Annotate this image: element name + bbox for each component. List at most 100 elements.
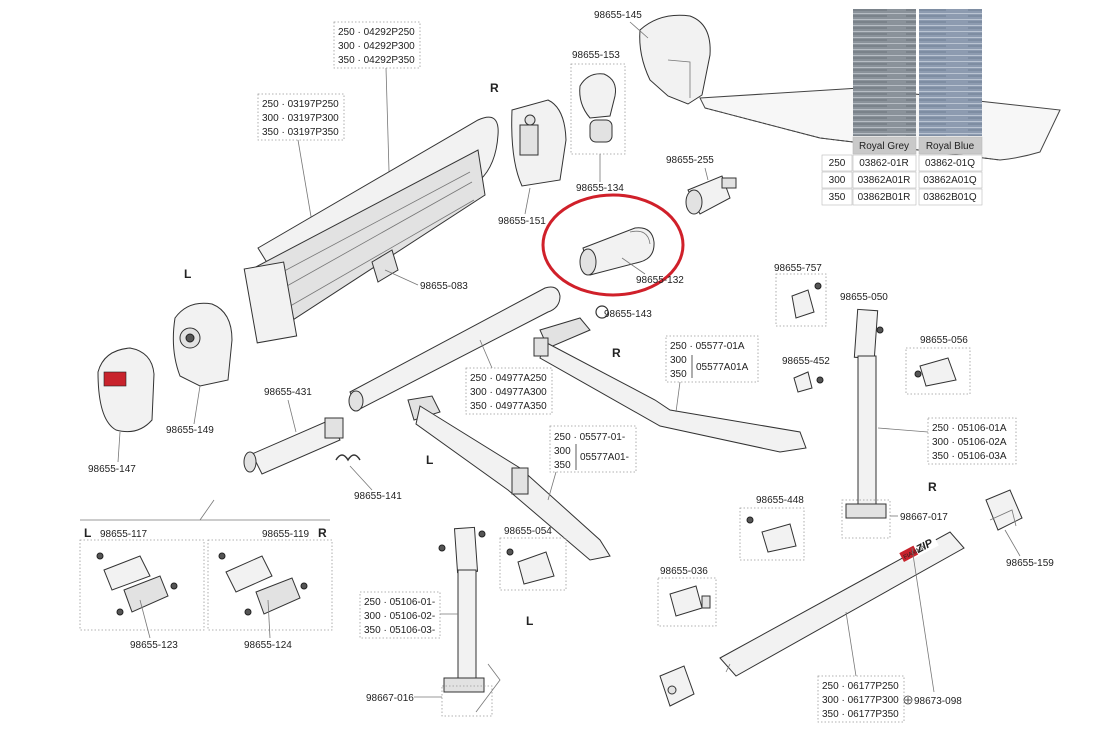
left-arm-part-list: 250 · 05577-01- 300 350 05577A01- <box>547 425 637 501</box>
end-cap-right <box>511 99 567 187</box>
end-cap-left-98655-149 <box>172 302 233 387</box>
part-box-98655-056 <box>905 347 971 395</box>
end-cover-98655-145 <box>639 14 711 105</box>
part-label-98655-153: 98655-153 <box>572 50 620 61</box>
legs-list-line: 250 · 05106-01A <box>932 423 1007 434</box>
fiamma-logo <box>899 545 919 562</box>
front-clip <box>659 665 695 707</box>
arm-list-line: 05577A01- <box>580 452 629 463</box>
part-label-98655-054: 98655-054 <box>504 526 552 537</box>
side-label-l: L <box>84 526 91 540</box>
part-label-98655-141: 98655-141 <box>354 491 402 502</box>
part-label-98655-452: 98655-452 <box>782 356 830 367</box>
table-cell: 03862-01Q <box>925 158 975 169</box>
profile-list-line: 250 · 03197P250 <box>262 99 339 110</box>
part-label-98655-124: 98655-124 <box>244 640 292 651</box>
legs-part-list: 250 · 05106-01A 300 · 05106-02A 350 · 05… <box>877 417 1017 465</box>
side-label-l: L <box>184 267 191 281</box>
fiamma-logo-small <box>103 371 127 387</box>
part-label-98655-147: 98655-147 <box>88 464 136 475</box>
washer-98655-143 <box>595 305 609 319</box>
part-label-98655-149: 98655-149 <box>166 425 214 436</box>
part-label-98655-143: 98655-143 <box>604 309 652 320</box>
part-label-98655-255: 98655-255 <box>666 155 714 166</box>
royal-blue-swatch <box>919 9 982 136</box>
part-label-98655-056: 98655-056 <box>920 335 968 346</box>
part-label-98655-050: 98655-050 <box>840 292 888 303</box>
red-highlight-circle <box>541 193 685 297</box>
part-label-98655-757: 98655-757 <box>774 263 822 274</box>
highlighted-part-98655-132 <box>541 193 685 297</box>
arm-list-line: 05577A01A <box>696 362 749 373</box>
part-box-98655-036 <box>657 577 717 627</box>
table-cell: 03862B01R <box>858 192 911 203</box>
part-label-98667-017: 98667-017 <box>900 512 948 523</box>
part-label-98655-448: 98655-448 <box>756 495 804 506</box>
table-cell: 03862A01Q <box>923 175 977 186</box>
side-label-r: R <box>612 346 621 360</box>
bar-list-line: 300 · 06177P300 <box>822 695 899 706</box>
part-label-98655-132: 98655-132 <box>636 275 684 286</box>
roller-tube <box>348 286 561 412</box>
part-label-98655-119: 98655-119 <box>262 529 310 540</box>
table-cell: 250 <box>829 158 846 169</box>
legsL-part-list: 250 · 05106-01- 300 · 05106-02- 350 · 05… <box>359 591 458 639</box>
bracket-group-left: L 98655-117 <box>79 526 205 631</box>
arm-list-line: 250 · 05577-01A <box>670 341 745 352</box>
table-header-grey: Royal Grey <box>859 141 909 152</box>
part-box-98655-757 <box>775 273 827 327</box>
part-label-98655-117: 98655-117 <box>100 529 148 540</box>
bracket-group-right: 98655-119 R <box>207 526 333 631</box>
side-label-r: R <box>318 526 327 540</box>
bar-list-line: 350 · 06177P350 <box>822 709 899 720</box>
part-box-98655-054 <box>499 537 567 591</box>
part-label-98667-016: 98667-016 <box>366 693 414 704</box>
part-label-98655-431: 98655-431 <box>264 387 312 398</box>
part-label-98655-036: 98655-036 <box>660 566 708 577</box>
table-cell: 300 <box>829 175 846 186</box>
cover-list-line: 350 · 04292P350 <box>338 55 415 66</box>
table-cell: 03862-01R <box>859 158 908 169</box>
part-label-98673-098: 98673-098 <box>914 696 962 707</box>
arm-list-line: 300 <box>670 355 687 366</box>
table-cell: 350 <box>829 192 846 203</box>
part-98655-452 <box>793 371 813 393</box>
arm-list-line: 350 <box>670 369 687 380</box>
legsL-list-line: 350 · 05106-03- <box>364 625 435 636</box>
awning-case-profile <box>243 116 499 344</box>
fabric-table: Royal Grey Royal Blue 250 03862-01R 0386… <box>821 136 983 206</box>
side-label-r: R <box>490 81 499 95</box>
spring-unit-98655-431 <box>243 417 344 475</box>
tube-list-line: 250 · 04977A250 <box>470 373 547 384</box>
part-label-98655-151: 98655-151 <box>498 216 546 227</box>
bearing-98655-255 <box>685 175 737 215</box>
right-support-leg <box>845 308 887 519</box>
end-cover-98655-147 <box>97 347 155 433</box>
cover-list-line: 300 · 04292P300 <box>338 41 415 52</box>
front-lead-bar: FIAMMA ZIP <box>719 531 965 677</box>
right-arm <box>533 317 807 453</box>
part-label-98655-134: 98655-134 <box>576 183 624 194</box>
arm-list-line: 250 · 05577-01- <box>554 432 625 443</box>
royal-grey-swatch <box>853 9 916 136</box>
part-box-98655-448 <box>739 507 805 561</box>
bar-part-list: 250 · 06177P250 300 · 06177P300 350 · 06… <box>817 611 905 723</box>
gear-box-98655-153 <box>570 63 626 155</box>
spring-98655-141 <box>335 454 361 462</box>
clip-98655-159 <box>985 489 1023 531</box>
table-header-blue: Royal Blue <box>926 141 975 152</box>
table-cell: 03862B01Q <box>923 192 977 203</box>
legsL-list-line: 250 · 05106-01- <box>364 597 435 608</box>
side-label-l: L <box>526 614 533 628</box>
tube-list-line: 300 · 04977A300 <box>470 387 547 398</box>
tube-part-list: 250 · 04977A250 300 · 04977A300 350 · 04… <box>465 339 553 415</box>
arm-list-line: 300 <box>554 446 571 457</box>
arm-list-line: 350 <box>554 460 571 471</box>
part-label-98655-083: 98655-083 <box>420 281 468 292</box>
table-cell: 03862A01R <box>858 175 911 186</box>
bar-list-line: 250 · 06177P250 <box>822 681 899 692</box>
legs-list-line: 350 · 05106-03A <box>932 451 1007 462</box>
right-arm-part-list: 250 · 05577-01A 300 350 05577A01A <box>665 335 759 413</box>
